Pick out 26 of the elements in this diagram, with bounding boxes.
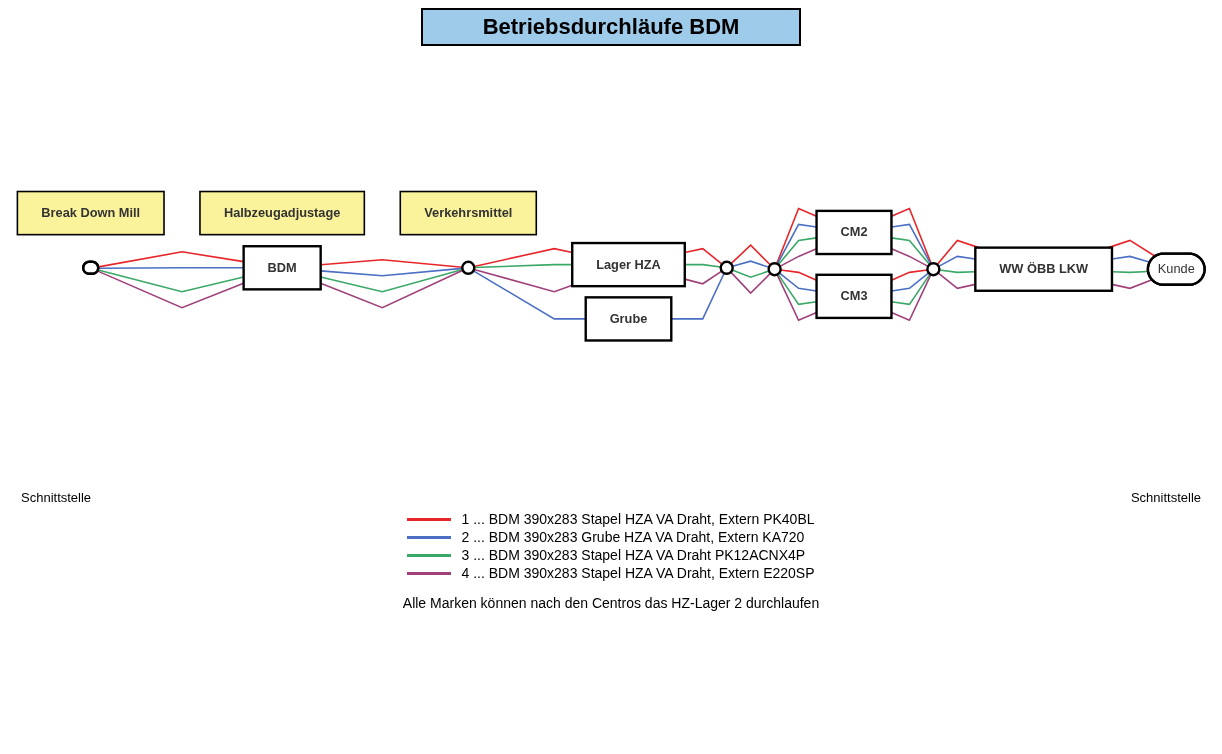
interface-label: Schnittstelle xyxy=(21,490,92,505)
title-banner: Betriebsdurchläufe BDM xyxy=(420,8,802,46)
legend-text: 3 ... BDM 390x283 Stapel HZA VA Draht PK12ACNX4P xyxy=(461,547,806,563)
node-box: Grube xyxy=(584,296,673,342)
node-box: Verkehrsmittel xyxy=(399,190,538,236)
node-box: CM3 xyxy=(815,273,893,320)
legend-text: 4 ... BDM 390x283 Stapel HZA VA Draht, Extern E220SP xyxy=(461,565,815,581)
legend-text: 1 ... BDM 390x283 Stapel HZA VA Draht, Extern PK40BL xyxy=(461,511,815,527)
node-box: Break Down Mill xyxy=(16,190,165,236)
interface-label: Schnittstelle xyxy=(1130,490,1201,505)
caption: Alle Marken können nach den Centros das HZ-Lager 2 durchlaufen xyxy=(402,595,820,611)
node-box: WW ÖBB LKW xyxy=(974,246,1114,292)
node-box: CM2 xyxy=(815,209,893,256)
connector xyxy=(1111,255,1151,264)
node-circle xyxy=(461,260,476,275)
connector xyxy=(473,268,574,293)
node-circle xyxy=(926,262,941,277)
connector xyxy=(731,260,770,269)
legend-text: 2 ... BDM 390x283 Grube HZA VA Draht, Extern KA720 xyxy=(461,529,805,545)
connector xyxy=(731,269,770,279)
node-circle xyxy=(719,260,734,275)
node-box: Halbzeugadjustage xyxy=(199,190,366,236)
node-box: BDM xyxy=(242,245,322,291)
node-box: Lager HZA xyxy=(571,241,686,288)
connector xyxy=(1111,278,1153,290)
node-circle xyxy=(767,262,782,277)
